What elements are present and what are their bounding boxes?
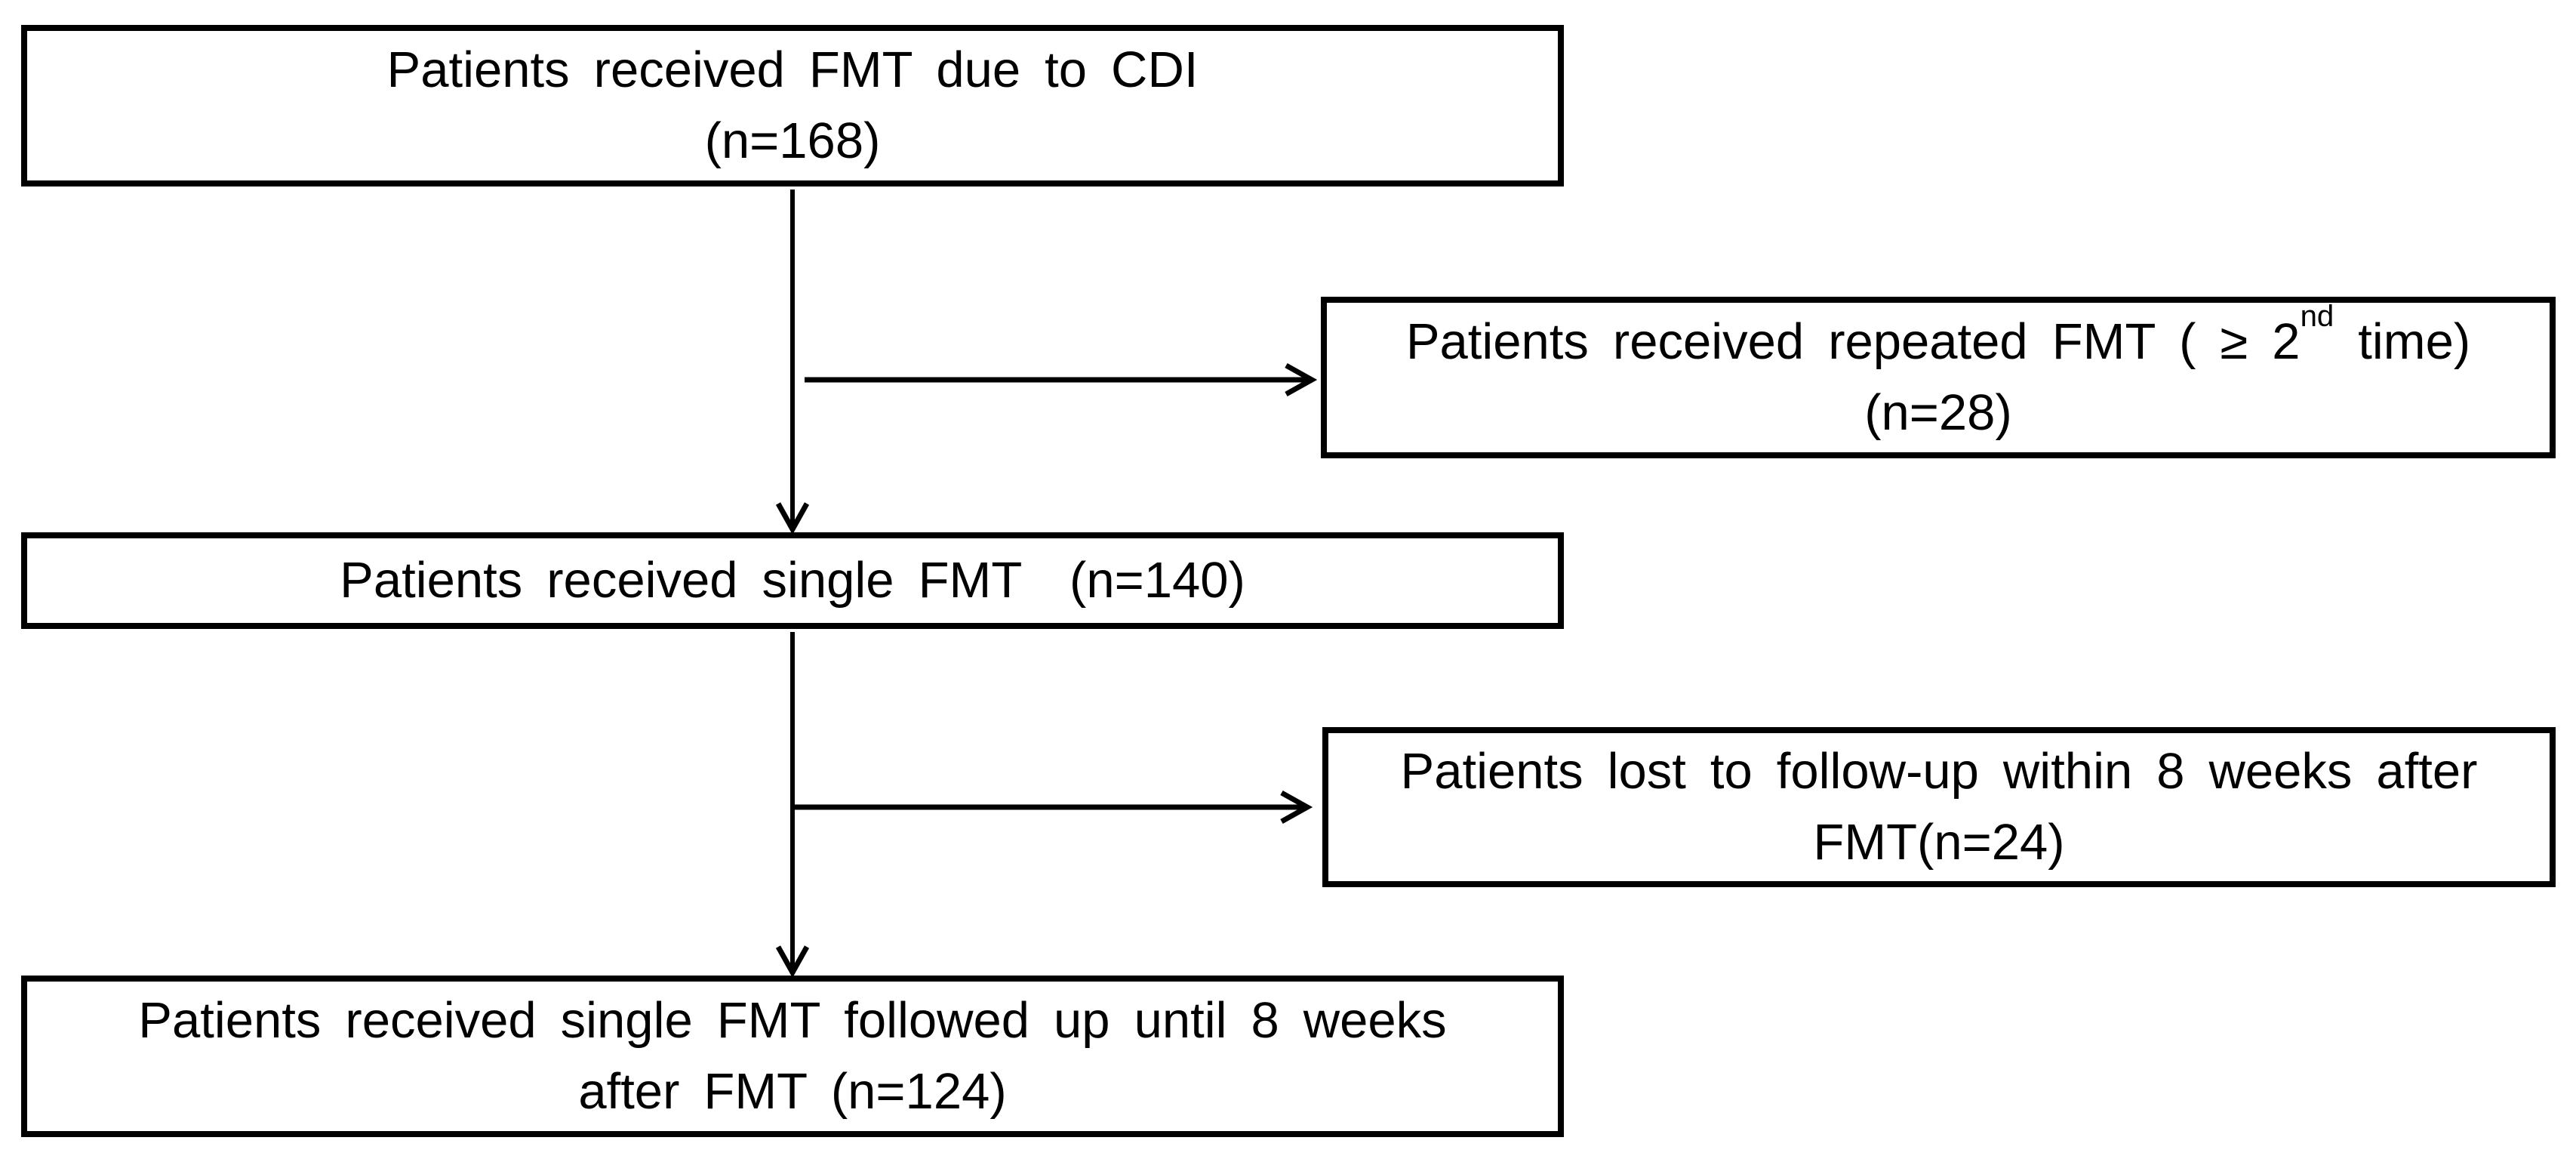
box-lost-followup-line1: Patients lost to follow-up within 8 week…: [1400, 743, 2478, 800]
box-repeated-fmt: Patients received repeated FMT ( ≥ 2nd t…: [1321, 297, 2556, 458]
arrow-down-fmt-cdi-to-single: [775, 190, 810, 535]
box-fmt-cdi-line1: Patients received FMT due to CDI: [386, 42, 1199, 98]
box-lost-followup: Patients lost to follow-up within 8 week…: [1322, 727, 2556, 887]
arrow-right-to-lost-followup: [794, 790, 1313, 825]
box-fmt-cdi-count: (n=168): [704, 113, 881, 169]
ordinal-superscript: nd: [2300, 298, 2334, 333]
box-single-fmt: Patients received single FMT (n=140): [21, 532, 1564, 629]
box-single-fmt-followed-line2: after FMT (n=124): [578, 1063, 1007, 1120]
arrow-down-single-to-followed: [775, 632, 810, 979]
arrow-right-to-repeated-fmt: [805, 362, 1318, 397]
box-single-fmt-line1: Patients received single FMT (n=140): [340, 552, 1245, 609]
box-lost-followup-count: FMT(n=24): [1813, 814, 2065, 871]
box-repeated-fmt-count: (n=28): [1864, 384, 2012, 441]
box-single-fmt-followed: Patients received single FMT followed up…: [21, 976, 1564, 1137]
box-repeated-fmt-line1-pre: Patients received repeated FMT ( ≥ 2: [1405, 313, 2301, 370]
box-repeated-fmt-line1-post: time): [2334, 313, 2471, 370]
box-fmt-cdi: Patients received FMT due to CDI (n=168): [21, 25, 1564, 186]
box-repeated-fmt-line1: Patients received repeated FMT ( ≥ 2nd t…: [1405, 301, 2471, 378]
box-single-fmt-followed-line1: Patients received single FMT followed up…: [138, 992, 1447, 1049]
